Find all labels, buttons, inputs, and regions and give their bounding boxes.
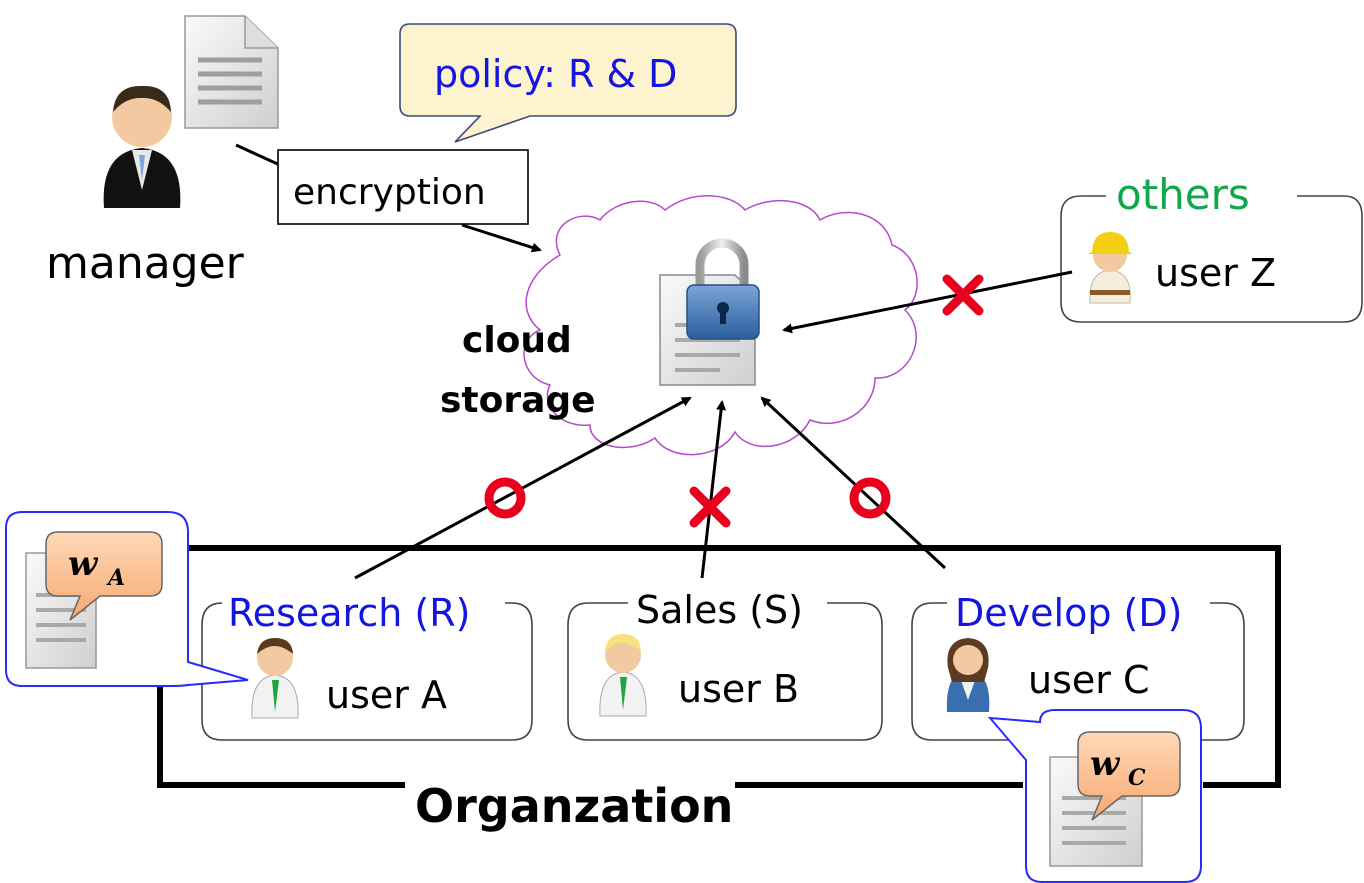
user-avatar-icon [251, 638, 299, 719]
policy-text: policy: R & D [434, 52, 678, 96]
group-box-research [201, 602, 533, 741]
arrow-sales [700, 400, 727, 579]
organization-label: Organzation [415, 779, 734, 833]
arrow-develop [760, 396, 947, 570]
encryption-label: encryption [293, 172, 486, 213]
user-c-label: user C [1028, 658, 1150, 702]
worker-avatar-icon [1088, 232, 1133, 304]
key-bubble-c: w C [987, 709, 1202, 883]
group-box-sales [567, 602, 883, 741]
svg-text:w: w [1090, 744, 1121, 784]
cloud-label-line1: cloud [462, 320, 572, 361]
user-z-label: user Z [1155, 251, 1276, 295]
user-avatar-icon [599, 634, 647, 717]
group-label-develop: Develop (D) [955, 591, 1183, 635]
group-label-sales: Sales (S) [636, 588, 803, 632]
user-a-label: user A [326, 673, 447, 717]
manager-avatar-icon [103, 85, 181, 208]
cloud-label-line2: storage [440, 380, 596, 421]
encrypted-document-icon [659, 238, 760, 386]
encryption-box [277, 149, 529, 225]
allow-circle-icon [484, 477, 526, 519]
user-b-label: user B [678, 667, 800, 711]
organization-frame [157, 545, 1281, 788]
policy-bubble [399, 23, 737, 143]
others-group-label: others [1116, 170, 1250, 219]
deny-cross-icon [942, 274, 984, 316]
arrow-user-z [782, 270, 1073, 334]
deny-cross-icon [689, 486, 731, 528]
svg-text:A: A [106, 565, 125, 591]
svg-text:C: C [1128, 765, 1146, 791]
group-box-others [1060, 195, 1363, 323]
manager-label: manager [46, 238, 244, 289]
group-label-research: Research (R) [228, 591, 471, 635]
svg-text:w: w [68, 544, 99, 584]
user-avatar-icon [946, 638, 990, 712]
allow-circle-icon [849, 477, 891, 519]
document-icon [184, 15, 279, 129]
key-bubble-a: w A [5, 511, 249, 687]
